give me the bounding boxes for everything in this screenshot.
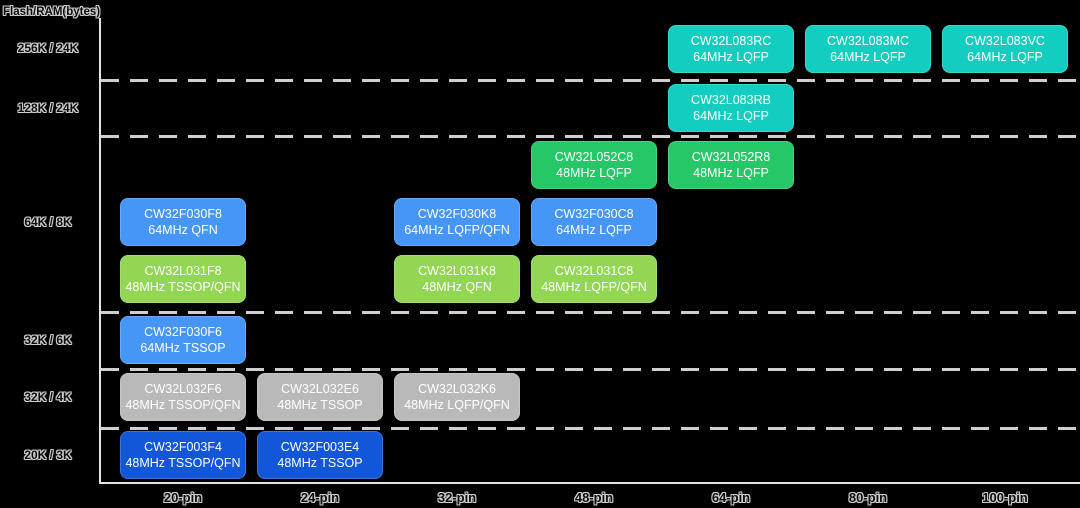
- product-box-CW32L031K8: CW32L031K8 48MHz QFN: [394, 255, 520, 303]
- product-speed-package: 64MHz TSSOP: [140, 341, 226, 355]
- product-box-CW32L083RB: CW32L083RB 64MHz LQFP: [668, 84, 794, 132]
- product-box-CW32F030K8: CW32F030K8 64MHz LQFP/QFN: [394, 198, 520, 246]
- x-tick-label: 80-pin: [848, 490, 888, 505]
- y-tick-label: 32K / 6K: [24, 333, 72, 347]
- product-part-number: CW32F030C8: [554, 206, 634, 221]
- product-speed-package: 48MHz TSSOP/QFN: [125, 456, 241, 470]
- product-box-CW32L032K6: CW32L032K6 48MHz LQFP/QFN: [394, 373, 520, 421]
- product-box-CW32L052C8: CW32L052C8 48MHz LQFP: [531, 141, 657, 189]
- x-axis-line: [99, 482, 1080, 484]
- product-speed-package: 48MHz TSSOP: [277, 456, 363, 470]
- x-tick-label: 100-pin: [982, 490, 1028, 505]
- tier-separator-dashed-line: [101, 368, 1080, 371]
- y-tick-label: 256K / 24K: [17, 41, 79, 55]
- y-axis-line: [99, 18, 101, 484]
- tier-separator-dashed-line: [101, 311, 1080, 314]
- product-part-number: CW32F030F6: [144, 324, 222, 339]
- tier-separator-dashed-line: [101, 79, 1080, 82]
- product-box-CW32F003E4: CW32F003E4 48MHz TSSOP: [257, 431, 383, 479]
- product-box-CW32F030C8: CW32F030C8 64MHz LQFP: [531, 198, 657, 246]
- product-part-number: CW32L052R8: [691, 149, 771, 164]
- product-part-number: CW32L032E6: [281, 381, 359, 396]
- product-speed-package: 48MHz TSSOP: [277, 398, 363, 412]
- product-box-CW32L083MC: CW32L083MC 64MHz LQFP: [805, 25, 931, 73]
- product-box-CW32L083VC: CW32L083VC 64MHz LQFP: [942, 25, 1068, 73]
- product-box-CW32F030F8: CW32F030F8 64MHz QFN: [120, 198, 246, 246]
- product-box-CW32L083RC: CW32L083RC 64MHz LQFP: [668, 25, 794, 73]
- product-box-CW32F030F6: CW32F030F6 64MHz TSSOP: [120, 316, 246, 364]
- x-tick-label: 32-pin: [437, 490, 477, 505]
- product-speed-package: 64MHz LQFP: [830, 50, 906, 64]
- y-tick-label: 32K / 4K: [24, 390, 72, 404]
- product-part-number: CW32L032K6: [418, 381, 496, 396]
- x-tick-label: 48-pin: [574, 490, 614, 505]
- product-part-number: CW32L083RB: [691, 92, 771, 107]
- y-tick-label: 64K / 8K: [24, 215, 72, 229]
- product-speed-package: 48MHz TSSOP/QFN: [125, 398, 241, 412]
- product-part-number: CW32L031C8: [554, 263, 634, 278]
- product-speed-package: 48MHz TSSOP/QFN: [125, 280, 241, 294]
- product-speed-package: 48MHz LQFP: [556, 166, 632, 180]
- y-axis-title: Flash/RAM(bytes): [3, 6, 101, 18]
- product-part-number: CW32L083RC: [690, 33, 772, 48]
- product-part-number: CW32L083VC: [965, 33, 1045, 48]
- y-tick-label: 20K / 3K: [24, 448, 72, 462]
- product-speed-package: 64MHz LQFP/QFN: [404, 223, 510, 237]
- product-speed-package: 64MHz LQFP: [693, 109, 769, 123]
- product-speed-package: 64MHz LQFP: [967, 50, 1043, 64]
- product-part-number: CW32L032F6: [144, 381, 222, 396]
- product-box-CW32L031F8: CW32L031F8 48MHz TSSOP/QFN: [120, 255, 246, 303]
- x-tick-label: 24-pin: [300, 490, 340, 505]
- product-speed-package: 64MHz LQFP: [693, 50, 769, 64]
- product-box-CW32L031C8: CW32L031C8 48MHz LQFP/QFN: [531, 255, 657, 303]
- product-part-number: CW32F030F8: [144, 206, 222, 221]
- product-speed-package: 48MHz QFN: [422, 280, 492, 294]
- product-part-number: CW32F030K8: [417, 206, 497, 221]
- product-part-number: CW32L083MC: [827, 33, 909, 48]
- product-part-number: CW32L031F8: [144, 263, 222, 278]
- tier-separator-dashed-line: [101, 135, 1080, 138]
- tier-separator-dashed-line: [101, 427, 1080, 430]
- product-speed-package: 48MHz LQFP/QFN: [541, 280, 647, 294]
- product-speed-package: 48MHz LQFP: [693, 166, 769, 180]
- product-box-CW32F003F4: CW32F003F4 48MHz TSSOP/QFN: [120, 431, 246, 479]
- product-speed-package: 64MHz LQFP: [556, 223, 632, 237]
- x-tick-label: 64-pin: [711, 490, 751, 505]
- product-part-number: CW32L031K8: [418, 263, 496, 278]
- product-box-CW32L032F6: CW32L032F6 48MHz TSSOP/QFN: [120, 373, 246, 421]
- product-part-number: CW32F003F4: [144, 439, 222, 454]
- product-part-number: CW32L052C8: [554, 149, 634, 164]
- product-part-number: CW32F003E4: [280, 439, 360, 454]
- product-speed-package: 64MHz QFN: [148, 223, 218, 237]
- product-box-CW32L032E6: CW32L032E6 48MHz TSSOP: [257, 373, 383, 421]
- x-tick-label: 20-pin: [163, 490, 203, 505]
- product-speed-package: 48MHz LQFP/QFN: [404, 398, 510, 412]
- product-box-CW32L052R8: CW32L052R8 48MHz LQFP: [668, 141, 794, 189]
- y-tick-label: 128K / 24K: [17, 101, 79, 115]
